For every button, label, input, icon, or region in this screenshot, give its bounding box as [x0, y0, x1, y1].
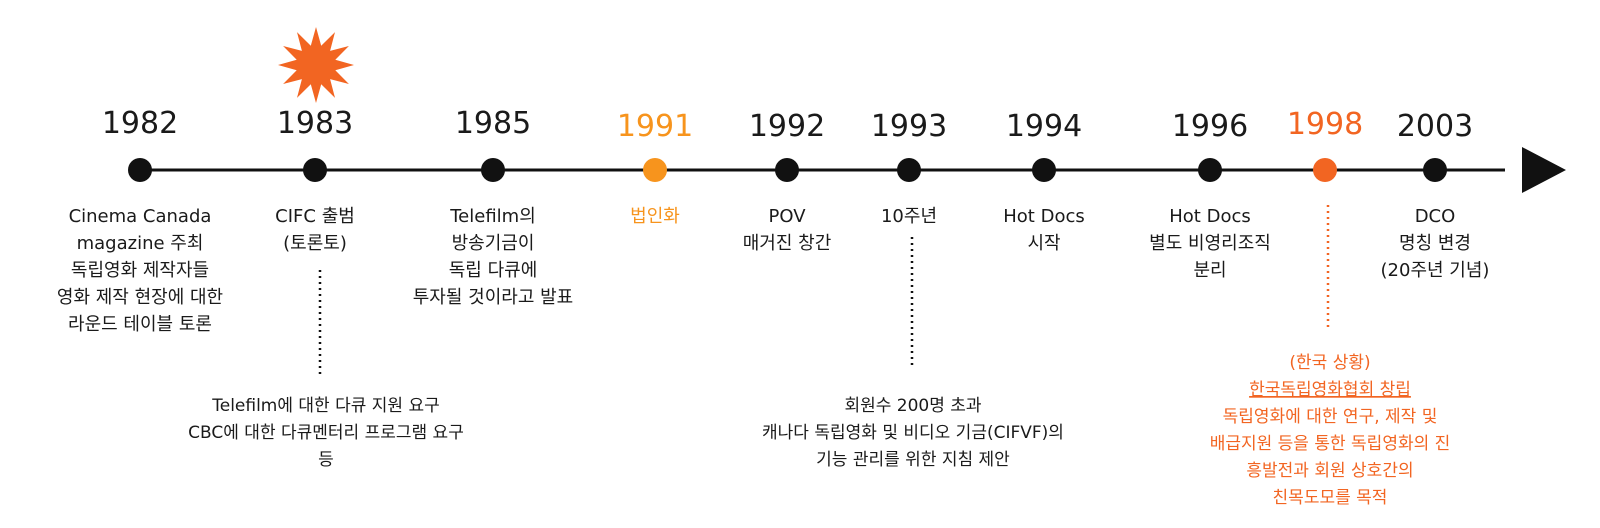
event-label-line: 독립 다큐에 [449, 260, 538, 281]
event-label-line: 법인화 [630, 206, 680, 227]
event-label-line: 시작 [1027, 233, 1060, 254]
timeline-dot [897, 158, 921, 182]
timeline-dot [1313, 158, 1337, 182]
timeline-arrow-head [1522, 147, 1566, 193]
event-label-line: 10주년 [881, 206, 937, 227]
event-label-line: Hot Docs [1169, 206, 1250, 227]
event-label-line: 영화 제작 현장에 대한 [57, 287, 223, 308]
year-label: 1991 [617, 109, 693, 144]
event-label-line: (20주년 기념) [1381, 260, 1490, 281]
timeline-dot [643, 158, 667, 182]
event-label-line: (토론토) [283, 233, 347, 254]
event-label-line: 라운드 테이블 토론 [68, 314, 212, 335]
event-detail-line: 등 [318, 450, 334, 470]
event-detail-line: 회원수 200명 초과 [844, 396, 981, 416]
timeline-dot [1198, 158, 1222, 182]
year-label: 1994 [1006, 109, 1082, 144]
year-label: 1982 [102, 106, 178, 141]
year-label: 1983 [277, 106, 353, 141]
timeline-event-1991: 1991 법인화 [617, 109, 693, 227]
event-detail-line: CBC에 대한 다큐멘터리 프로그램 요구 [188, 423, 464, 443]
event-detail-line: 배급지원 등을 통한 독립영화의 진 [1210, 434, 1451, 454]
event-label-line: Hot Docs [1003, 206, 1084, 227]
event-label-line: 독립영화 제작자들 [71, 260, 209, 281]
timeline-dot [481, 158, 505, 182]
event-label-line: 매거진 창간 [743, 233, 832, 254]
timeline-dot [128, 158, 152, 182]
event-detail-line: (한국 상황) [1289, 353, 1370, 373]
event-label-line: POV [768, 206, 806, 227]
year-label: 1992 [749, 109, 825, 144]
event-label-line: Telefilm의 [449, 206, 536, 227]
starburst-icon [278, 27, 354, 103]
event-label-line: DCO [1415, 206, 1456, 227]
event-detail-line: 흥발전과 회원 상호간의 [1246, 461, 1413, 481]
event-label-line: CIFC 출범 [275, 206, 355, 227]
event-label-line: 별도 비영리조직 [1149, 233, 1271, 254]
year-label: 1993 [871, 109, 947, 144]
year-label: 1998 [1287, 107, 1363, 142]
timeline-dot [1032, 158, 1056, 182]
event-detail-line: Telefilm에 대한 다큐 지원 요구 [211, 396, 440, 416]
year-label: 2003 [1397, 109, 1473, 144]
year-label: 1985 [455, 106, 531, 141]
event-label-line: 투자될 것이라고 발표 [413, 287, 573, 308]
timeline-dot [775, 158, 799, 182]
event-detail-line: 한국독립영화협회 창립 [1249, 380, 1411, 400]
event-label-line: 분리 [1193, 260, 1226, 281]
event-label-line: Cinema Canada [69, 206, 212, 227]
event-detail-line: 기능 관리를 위한 지침 제안 [816, 450, 1010, 470]
timeline-dot [303, 158, 327, 182]
event-label-line: 명칭 변경 [1399, 233, 1471, 254]
event-detail-line: 캐나다 독립영화 및 비디오 기금(CIFVF)의 [762, 423, 1064, 443]
event-detail-line: 친목도모를 목적 [1273, 488, 1388, 508]
event-detail-line: 독립영화에 대한 연구, 제작 및 [1223, 407, 1438, 427]
year-label: 1996 [1172, 109, 1248, 144]
event-label-line: 방송기금이 [452, 233, 535, 254]
event-label-line: magazine 주최 [77, 233, 204, 254]
timeline-dot [1423, 158, 1447, 182]
